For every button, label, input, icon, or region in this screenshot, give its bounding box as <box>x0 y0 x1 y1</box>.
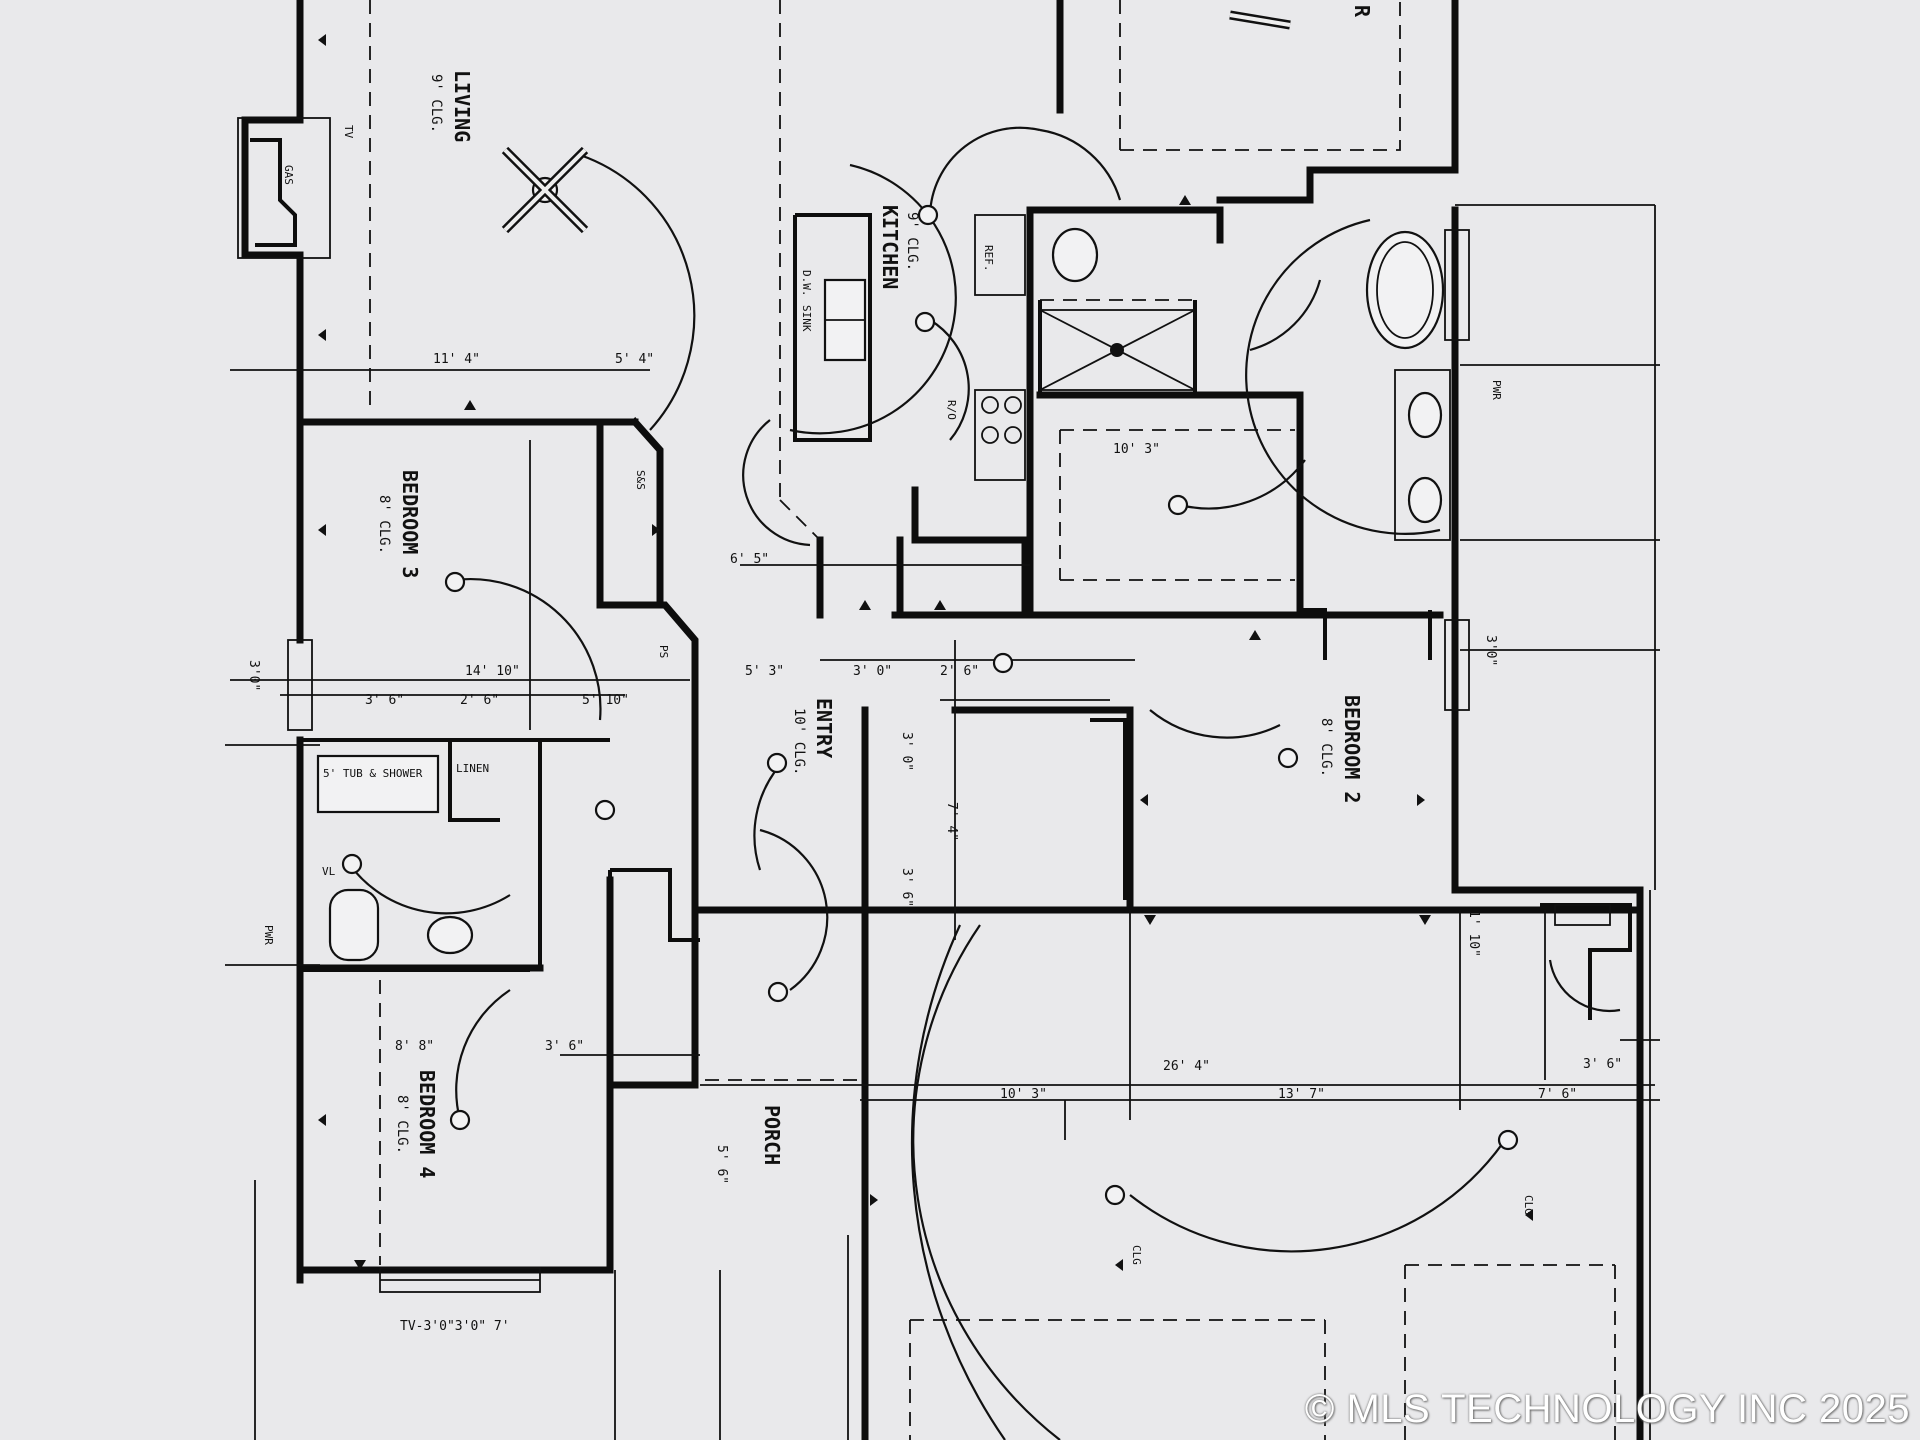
sink-icon <box>1407 391 1443 439</box>
dim-garage-d: 7' 6" <box>1538 1087 1577 1102</box>
bedroom-4-label: BEDROOM 4 <box>415 1070 439 1178</box>
tub-label: 5' TUB & SHOWER <box>323 767 423 780</box>
dim-garage-f: 1' 10" <box>1466 910 1481 957</box>
tub-icon <box>1365 230 1445 350</box>
dim-garage-e: 3' 6" <box>1583 1057 1622 1072</box>
dimension-lines <box>225 0 1660 1440</box>
dim-bed4-a: 8' 8" <box>395 1039 434 1054</box>
clg-note-1: CLG <box>1130 1245 1143 1265</box>
dim-entry-c: 2' 6" <box>940 664 979 679</box>
dim-living-x: 5' 4" <box>615 352 654 367</box>
ref-label: REF. <box>982 245 995 272</box>
sink-label: SINK <box>800 305 813 332</box>
bedroom-4-ceiling: 8' CLG. <box>394 1095 410 1154</box>
toilet-icon <box>328 888 380 962</box>
dim-garage-b: 10' 3" <box>1000 1087 1047 1102</box>
dim-closet-b: 7' 4" <box>944 802 959 841</box>
toilet-icon <box>1051 227 1099 283</box>
dw-label: D.W. <box>800 270 813 297</box>
watermark: © MLS TECHNOLOGY INC 2025 <box>1304 1387 1910 1431</box>
dim-garage-c: 13' 7" <box>1278 1087 1325 1102</box>
bedroom-3-ceiling: 8' CLG. <box>376 495 392 554</box>
ceiling-fan-icon <box>1229 10 1291 30</box>
dim-closet-c: 3' 6" <box>899 868 914 907</box>
outlet-marks <box>318 34 1533 1271</box>
room-labels: LIVING 9' CLG. KITCHEN 9' CLG. BEDROOM 3… <box>376 5 1374 1178</box>
vl-label: VL <box>322 865 336 878</box>
dim-hall-a: 6' 5" <box>730 552 769 567</box>
living-label: LIVING <box>450 70 474 142</box>
dim-bath-w: 10' 3" <box>1113 442 1160 457</box>
kitchen-ceiling: 9' CLG. <box>904 212 920 271</box>
door-swings <box>349 126 1621 1440</box>
ps-label: PS <box>657 645 670 658</box>
master-label-partial: R <box>1350 5 1374 18</box>
linen-label: LINEN <box>456 762 489 775</box>
dim-living-w: 11' 4" <box>433 352 480 367</box>
dimension-labels: 11' 4" 5' 4" 6' 5" 14' 10" 3' 6" 2' 6" 5… <box>246 352 1622 1334</box>
oven-label: R/O <box>945 400 958 420</box>
ceiling-fan-icon <box>501 146 589 234</box>
pwr-label-1: PWR <box>1490 380 1503 400</box>
dim-garage-a: 26' 4" <box>1163 1059 1210 1074</box>
dim-hall-c: 3' 6" <box>365 693 404 708</box>
clg-note-2: CLG <box>1522 1195 1535 1215</box>
porch-label: PORCH <box>760 1105 784 1165</box>
dim-tv-window: TV-3'0"3'0" 7' <box>400 1319 510 1334</box>
shelf-label: S&S <box>634 470 647 490</box>
gas-label: GAS <box>282 165 295 185</box>
entry-ceiling: 10' CLG. <box>791 708 807 775</box>
dim-porch-a: 5' 6" <box>714 1145 729 1184</box>
bedroom-3-label: BEDROOM 3 <box>398 470 422 578</box>
dim-hall-d: 2' 6" <box>460 693 499 708</box>
dim-hall-e: 5' 10" <box>582 693 629 708</box>
dim-window-a: 3'0" <box>246 660 261 691</box>
living-ceiling: 9' CLG. <box>428 74 444 133</box>
kitchen-label: KITCHEN <box>878 205 902 289</box>
bathtub-icon <box>316 754 440 814</box>
dim-entry-a: 5' 3" <box>745 664 784 679</box>
fixture-labels: 5' TUB & SHOWER LINEN GAS D.W. SINK REF.… <box>262 125 1535 1265</box>
dim-closet-a: 3' 0" <box>899 732 914 771</box>
walls <box>237 0 1651 1440</box>
pwr-label-2: PWR <box>262 925 275 945</box>
tv-label: TV <box>342 125 355 139</box>
sink-icon <box>1407 476 1443 524</box>
dim-entry-b: 3' 0" <box>853 664 892 679</box>
dim-bed4-b: 3' 6" <box>545 1039 584 1054</box>
bedroom-2-ceiling: 8' CLG. <box>1318 718 1334 777</box>
entry-label: ENTRY <box>812 698 836 758</box>
sink-icon <box>426 915 474 955</box>
dim-window-b: 3'0" <box>1483 635 1498 666</box>
light-fixtures <box>341 204 1519 1206</box>
fixtures <box>287 214 1611 1293</box>
dim-hall-b: 14' 10" <box>465 664 520 679</box>
bedroom-2-label: BEDROOM 2 <box>1340 695 1364 803</box>
